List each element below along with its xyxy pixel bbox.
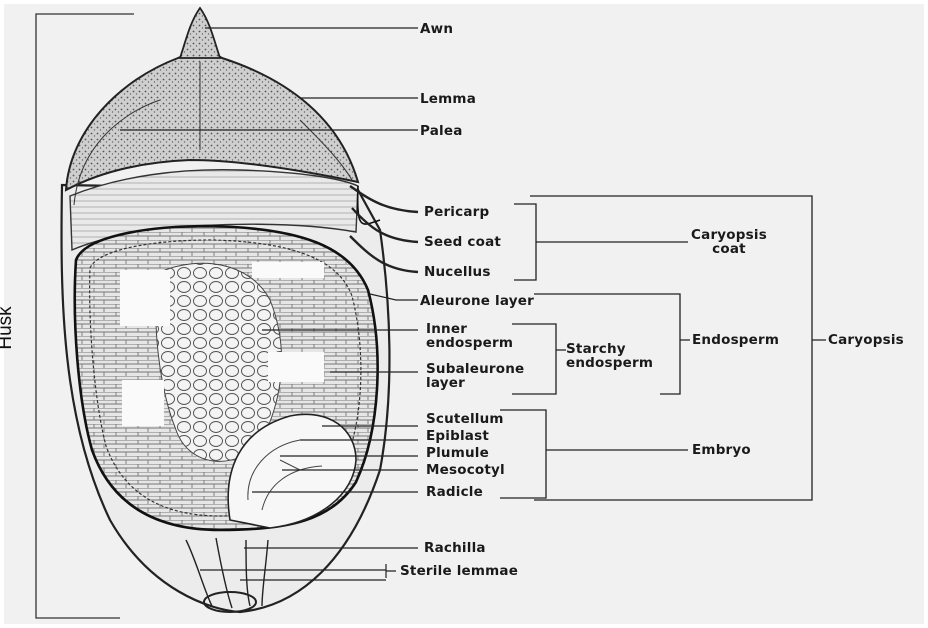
label-caryopsis-coat: Caryopsis coat [688, 228, 770, 256]
void-2 [252, 262, 324, 278]
label-seed-coat: Seed coat [424, 235, 501, 249]
label-palea: Palea [420, 124, 463, 138]
label-lemma: Lemma [420, 92, 476, 106]
void-1 [120, 270, 170, 326]
label-pericarp: Pericarp [424, 205, 489, 219]
label-husk: Husk [0, 306, 17, 349]
label-nucellus: Nucellus [424, 265, 491, 279]
label-subaleurone-layer: Subaleurone layer [426, 362, 524, 390]
label-mesocotyl: Mesocotyl [426, 463, 505, 477]
label-caryopsis: Caryopsis [828, 333, 904, 347]
label-aleurone-layer: Aleurone layer [420, 294, 534, 308]
label-radicle: Radicle [426, 485, 483, 499]
label-inner-endosperm: Inner endosperm [426, 322, 513, 350]
label-embryo: Embryo [692, 443, 751, 457]
label-epiblast: Epiblast [426, 429, 489, 443]
void-4 [268, 352, 324, 382]
label-sterile-lemmae: Sterile lemmae [400, 564, 518, 578]
label-rachilla: Rachilla [424, 541, 486, 555]
void-3 [122, 380, 164, 426]
label-endosperm: Endosperm [692, 333, 779, 347]
label-awn: Awn [420, 22, 453, 36]
label-starchy-endosperm: Starchy endosperm [566, 342, 653, 370]
label-plumule: Plumule [426, 446, 489, 460]
label-scutellum: Scutellum [426, 412, 504, 426]
